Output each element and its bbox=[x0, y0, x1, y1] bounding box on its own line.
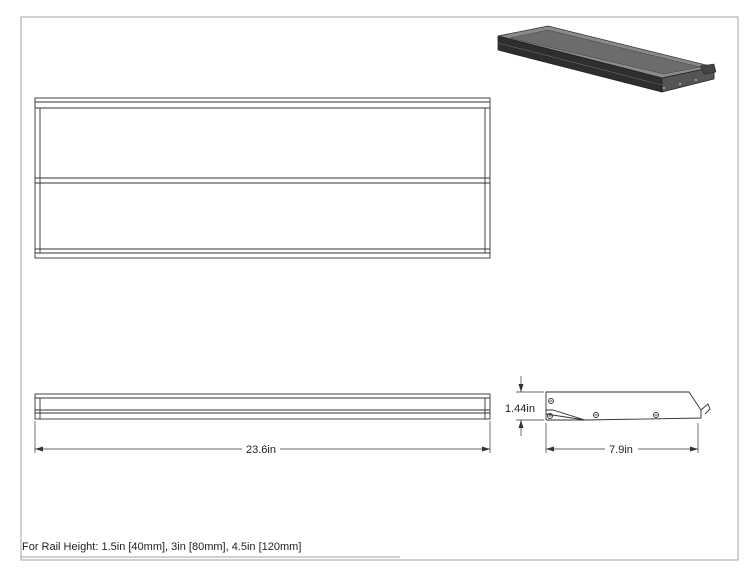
side-view bbox=[545, 391, 711, 421]
length-dimension bbox=[34, 421, 491, 453]
depth-dimension-label: 7.9in bbox=[609, 444, 633, 456]
rail-height-note: For Rail Height: 1.5in [40mm], 3in [80mm… bbox=[22, 541, 302, 553]
height-dimension-label: 1.44in bbox=[505, 403, 535, 415]
height-dimension bbox=[516, 376, 544, 436]
top-view bbox=[34, 97, 491, 259]
length-dimension-label: 23.6in bbox=[246, 444, 276, 456]
front-view bbox=[34, 393, 491, 420]
sheet-border bbox=[20, 16, 739, 561]
depth-dimension bbox=[545, 423, 699, 453]
isometric-view bbox=[497, 25, 717, 93]
